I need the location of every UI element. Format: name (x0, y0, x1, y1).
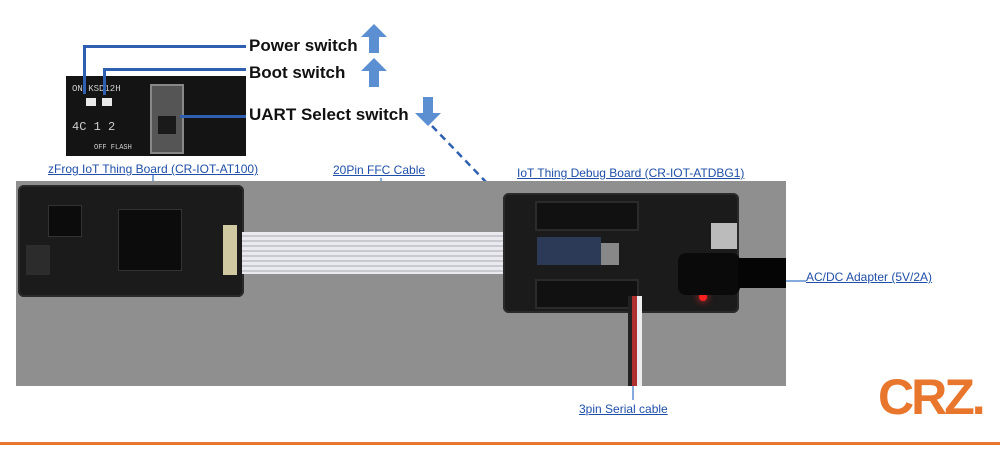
zfrog-ffc-connector (223, 225, 237, 275)
boot-switch-label: Boot switch (249, 63, 346, 82)
debug-board-label: IoT Thing Debug Board (CR-IOT-ATDBG1) (517, 166, 745, 180)
zfrog-antenna (26, 245, 50, 275)
usb-connector (711, 223, 737, 249)
inset-bottom-text: 4C 1 2 (72, 120, 116, 134)
dc-cable-image (738, 258, 786, 288)
dip-switch-1 (86, 98, 96, 106)
debug-switch-block (537, 237, 601, 265)
inset-top-text: ON KSD12H (72, 84, 121, 94)
debug-slide-switch (601, 243, 619, 265)
serial-cable-label: 3pin Serial cable (579, 402, 668, 416)
power-leader-h (83, 45, 246, 48)
debug-bottom-header (535, 279, 639, 309)
footer-divider (0, 442, 1000, 445)
slide-switch (150, 84, 184, 154)
ffc-cable-label: 20Pin FFC Cable (333, 163, 426, 177)
power-led (699, 293, 707, 301)
boot-leader-v (103, 69, 106, 95)
adapter-label: AC/DC Adapter (5V/2A) (806, 270, 933, 284)
arrow-down-icon (415, 97, 441, 126)
crz-logo: CRZ. (878, 369, 986, 425)
inset-flash-text: OFF FLASH (94, 144, 132, 152)
zfrog-small-chip (48, 205, 82, 237)
debug-top-header (535, 201, 639, 231)
arrow-up-icon (361, 24, 387, 53)
dip-switch-2 (102, 98, 112, 106)
slide-switch-knob (158, 116, 176, 134)
uart-switch-label: UART Select switch (249, 105, 409, 124)
dc-plug-image (678, 253, 740, 295)
boot-leader-h (103, 68, 246, 71)
zfrog-mcu-chip (118, 209, 182, 271)
serial-cable-image (628, 296, 642, 386)
zfrog-board-label: zFrog IoT Thing Board (CR-IOT-AT100) (48, 162, 259, 176)
ffc-cable-image (242, 232, 512, 274)
uart-leader-h (180, 115, 246, 118)
arrow-up-icon (361, 58, 387, 87)
power-leader-v (83, 46, 86, 94)
power-switch-label: Power switch (249, 36, 358, 55)
zfrog-board-image (18, 185, 244, 297)
